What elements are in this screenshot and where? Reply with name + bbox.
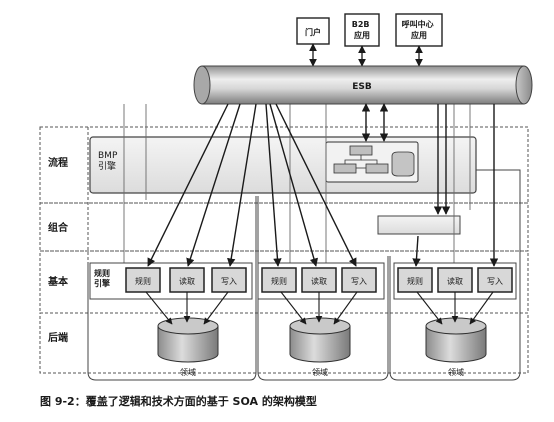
layer-band-process	[39, 126, 529, 204]
esb-bus-left-cap	[193, 65, 211, 105]
service-rules-box	[125, 267, 161, 293]
service-write-box-3	[477, 267, 513, 293]
service-read-label-3: 读取	[447, 276, 463, 286]
rules-db-arrow-middle	[280, 291, 307, 325]
app-bus-arrows	[309, 43, 423, 67]
service-read-label: 读取	[179, 276, 195, 286]
service-rules-label-3: 规则	[407, 276, 423, 286]
call-center-app-label: 呼叫中心 应用	[402, 19, 437, 40]
database-right-body	[425, 326, 487, 363]
write-db-arrow-middle	[333, 291, 358, 325]
bpm-engine-label-line2: 引擎	[98, 160, 116, 172]
database-middle-body	[289, 326, 351, 363]
call-center-app-box	[395, 13, 443, 47]
process-flow-node-left	[333, 163, 357, 174]
rules-engine-label: 规则 引擎	[94, 268, 113, 288]
service-write-label-2: 写入	[351, 277, 367, 286]
bus-service-arrows	[147, 103, 499, 267]
service-write-box	[211, 267, 247, 293]
domain-outlines	[87, 169, 521, 381]
layer-band-backend	[39, 312, 529, 374]
bus-to-read-middle-arrow	[269, 103, 318, 267]
b2b-app-label: B2B 应用	[352, 20, 373, 40]
domain-databases: 领域 领域 领域	[157, 317, 487, 377]
bus-to-read-left-arrow	[186, 103, 241, 267]
process-flow-edge-right	[361, 159, 378, 164]
bus-to-rules-middle-arrow	[265, 103, 282, 267]
rules-db-arrow-right	[416, 291, 443, 325]
service-write-label: 写入	[221, 277, 237, 286]
domain-outline-left	[87, 196, 257, 381]
service-read-box-3	[437, 267, 473, 293]
process-flow-node-right	[365, 163, 389, 174]
b2b-app-box	[344, 13, 380, 47]
portal-app-label: 门户	[305, 27, 321, 37]
database-right-top	[425, 317, 487, 335]
bus-to-rules-left-arrow	[147, 103, 229, 267]
esb-bus-body	[201, 65, 525, 105]
bus-to-write-middle-arrow	[275, 103, 357, 267]
database-left-top	[157, 317, 219, 335]
bpm-engine-label-line1: BMP	[98, 151, 118, 161]
layer-label-basic: 基本	[47, 275, 69, 288]
service-rules-label: 规则	[135, 276, 151, 286]
layer-label-composite: 组合	[48, 221, 69, 234]
write-db-arrow-left	[203, 291, 229, 325]
service-rules-box-3	[397, 267, 433, 293]
bpm-engine-label: BMP 引擎	[98, 151, 120, 172]
layer-labels: 流程 组合 基本 后端	[47, 156, 69, 344]
process-flow-edge-left	[344, 155, 362, 164]
top-applications: 门户 B2B 应用 呼叫中心 应用	[296, 13, 443, 47]
domain-outline-middle	[257, 196, 389, 381]
service-write-box-2	[341, 267, 377, 293]
write-db-arrow-right	[469, 291, 494, 325]
service-rules-box-2	[261, 267, 297, 293]
database-left: 领域	[157, 317, 219, 377]
domain-outline-right	[389, 169, 521, 381]
composite-service-box	[377, 215, 461, 235]
service-db-arrows	[145, 291, 494, 325]
database-left-body	[157, 326, 219, 363]
esb-bus: ESB	[193, 65, 533, 105]
service-read-label-2: 读取	[311, 276, 327, 286]
database-middle-label: 领域	[312, 367, 328, 377]
process-store-icon	[391, 151, 415, 177]
portal-app-box	[296, 17, 330, 45]
bus-to-write-left-arrow	[227, 103, 257, 267]
database-right: 领域	[425, 317, 487, 377]
esb-bus-right-cap	[515, 65, 533, 105]
database-right-label: 领域	[448, 367, 464, 377]
bpm-engine-box: BMP 引擎	[89, 136, 477, 194]
layer-band-composite	[39, 202, 529, 252]
service-rules-label-2: 规则	[271, 276, 287, 286]
composite-to-rules-arrow	[412, 235, 421, 267]
layer-label-backend: 后端	[48, 331, 68, 344]
service-read-box-2	[301, 267, 337, 293]
database-left-label: 领域	[180, 367, 196, 377]
figure-caption: 图 9-2：覆盖了逻辑和技术方面的基于 SOA 的架构模型	[40, 394, 317, 408]
database-middle: 领域	[289, 317, 351, 377]
process-flow-node-top	[349, 145, 373, 156]
esb-bus-label: ESB	[352, 82, 372, 92]
layer-label-process: 流程	[48, 156, 68, 169]
service-write-label-3: 写入	[487, 277, 503, 286]
database-middle-top	[289, 317, 351, 335]
service-groups: 规则 引擎 规则 读取 写入 规则 读取 写入 规则 读取 写入	[89, 262, 517, 300]
rules-db-arrow-left	[145, 291, 173, 325]
